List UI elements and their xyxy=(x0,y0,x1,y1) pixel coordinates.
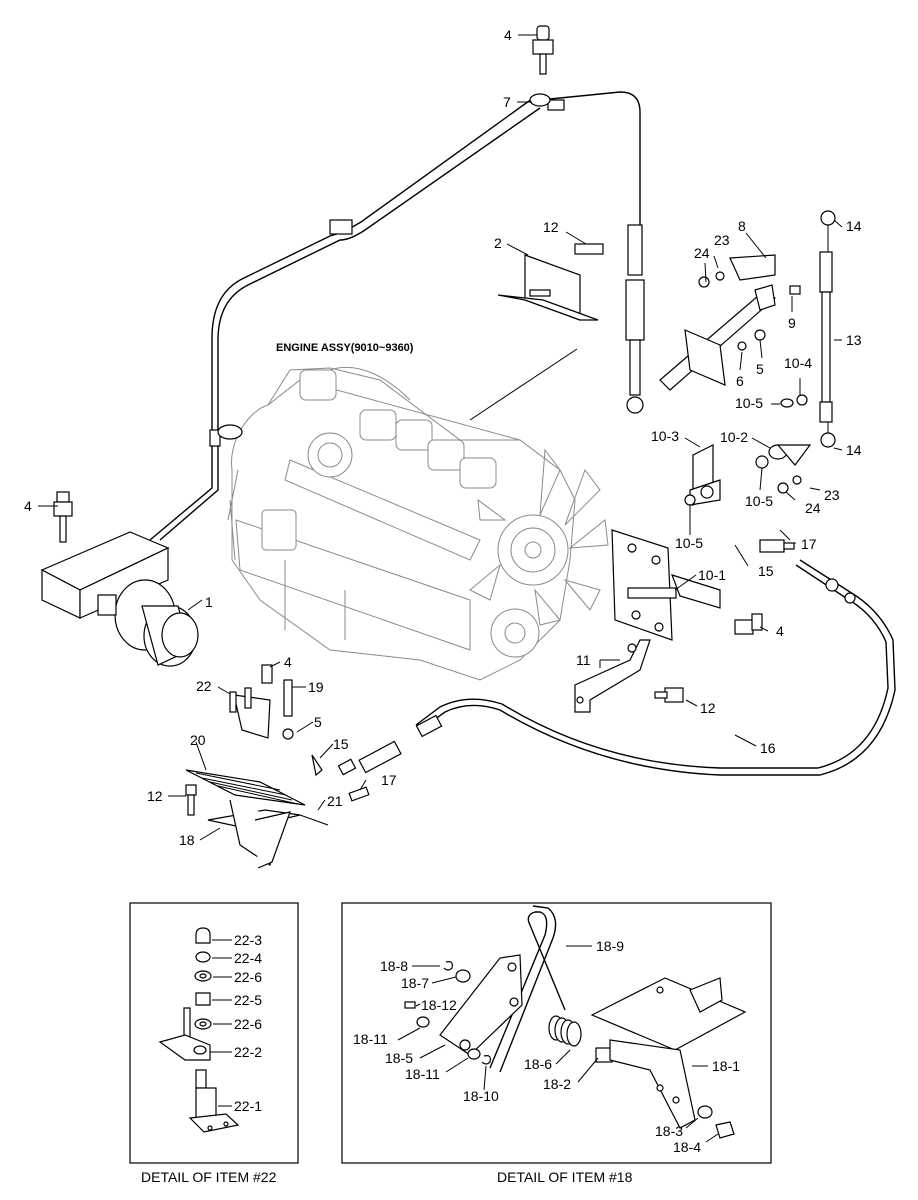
label-10-4: 10-4 xyxy=(784,355,812,371)
spring-18-6 xyxy=(548,1015,582,1047)
label-17-bot: 17 xyxy=(381,772,397,788)
detail-22-box: 22-3 22-4 22-6 22-5 22-6 22-2 22-1 xyxy=(129,902,299,1164)
label-7: 7 xyxy=(503,94,511,110)
label-4-top: 4 xyxy=(504,27,512,43)
rod-13 xyxy=(780,210,836,448)
label-8: 8 xyxy=(738,218,746,234)
label-12-left: 12 xyxy=(147,788,163,804)
label-17-top: 17 xyxy=(801,536,817,552)
label-11: 11 xyxy=(576,652,591,668)
actuator-1 xyxy=(40,491,199,667)
label-2: 2 xyxy=(494,235,502,251)
label-22-6-a: 22-6 xyxy=(234,969,262,985)
label-18-5: 18-5 xyxy=(385,1050,413,1066)
label-4-right: 4 xyxy=(776,623,784,639)
label-5-pedal: 5 xyxy=(314,714,322,730)
label-10-5-b: 10-5 xyxy=(745,493,773,509)
label-6: 6 xyxy=(736,373,744,389)
main-part-labels: 4 7 12 2 24 23 8 14 9 13 6 5 10-4 10-5 1… xyxy=(24,27,862,848)
bolt-top xyxy=(532,25,554,75)
detail-22-caption: DETAIL OF ITEM #22 xyxy=(141,1169,277,1185)
label-18-12: 18-12 xyxy=(421,997,457,1013)
label-24-bot: 24 xyxy=(805,500,821,516)
label-21: 21 xyxy=(327,793,343,809)
engine-fan xyxy=(469,448,609,626)
label-10-1: 10-1 xyxy=(698,567,726,583)
label-18-8: 18-8 xyxy=(380,958,408,974)
label-20: 20 xyxy=(190,732,206,748)
label-14-bot: 14 xyxy=(846,442,862,458)
engine-assembly xyxy=(227,366,609,681)
label-12-top: 12 xyxy=(543,219,559,235)
label-5-top: 5 xyxy=(756,361,764,377)
label-24-top: 24 xyxy=(694,245,710,261)
label-18-11-a: 18-11 xyxy=(353,1031,388,1047)
label-22: 22 xyxy=(196,678,212,694)
label-18: 18 xyxy=(179,832,195,848)
label-18-1: 18-1 xyxy=(712,1058,740,1074)
label-18-10: 18-10 xyxy=(463,1088,499,1104)
label-15-bot: 15 xyxy=(333,736,349,752)
accelerator-pedal xyxy=(185,664,370,869)
bracket-2 xyxy=(497,243,604,321)
label-22-2: 22-2 xyxy=(234,1044,262,1060)
label-10-5-c: 10-5 xyxy=(675,535,703,551)
label-15-top: 15 xyxy=(758,563,774,579)
engine-assy-label: ENGINE ASSY(9010~9360) xyxy=(276,342,414,354)
detail-18-caption: DETAIL OF ITEM #18 xyxy=(497,1169,633,1185)
label-22-6-b: 22-6 xyxy=(234,1016,262,1032)
accelerator-cable xyxy=(337,559,896,776)
linkage-shaft xyxy=(659,254,801,391)
label-4-pedal: 4 xyxy=(284,654,292,670)
label-10-5-a: 10-5 xyxy=(735,395,763,411)
label-1: 1 xyxy=(205,594,213,610)
label-18-4: 18-4 xyxy=(673,1139,701,1155)
label-18-6: 18-6 xyxy=(524,1056,552,1072)
label-22-4: 22-4 xyxy=(234,950,262,966)
label-18-2: 18-2 xyxy=(543,1076,571,1092)
label-13: 13 xyxy=(846,332,862,348)
label-16: 16 xyxy=(760,740,776,756)
detail-18-box: 18-9 18-8 18-7 18-12 18-11 18-5 18-11 18… xyxy=(341,902,772,1164)
label-23-top: 23 xyxy=(714,232,730,248)
label-18-11-b: 18-11 xyxy=(405,1066,440,1082)
label-12-right: 12 xyxy=(700,700,716,716)
label-10-2: 10-2 xyxy=(720,429,748,445)
label-18-9: 18-9 xyxy=(596,938,624,954)
label-18-3: 18-3 xyxy=(655,1123,683,1139)
label-23-bot: 23 xyxy=(824,487,840,503)
label-22-5: 22-5 xyxy=(234,992,262,1008)
label-22-3: 22-3 xyxy=(234,932,262,948)
label-4-left: 4 xyxy=(24,498,32,514)
label-19: 19 xyxy=(308,679,324,695)
label-14-top: 14 xyxy=(846,218,862,234)
throttle-cable xyxy=(149,91,645,541)
label-22-1: 22-1 xyxy=(234,1098,262,1114)
bracket-10 xyxy=(611,444,812,641)
label-18-7: 18-7 xyxy=(401,975,429,991)
callout-lines xyxy=(38,34,843,841)
bracket-11 xyxy=(574,613,763,713)
label-10-3: 10-3 xyxy=(651,428,679,444)
label-9: 9 xyxy=(788,315,796,331)
